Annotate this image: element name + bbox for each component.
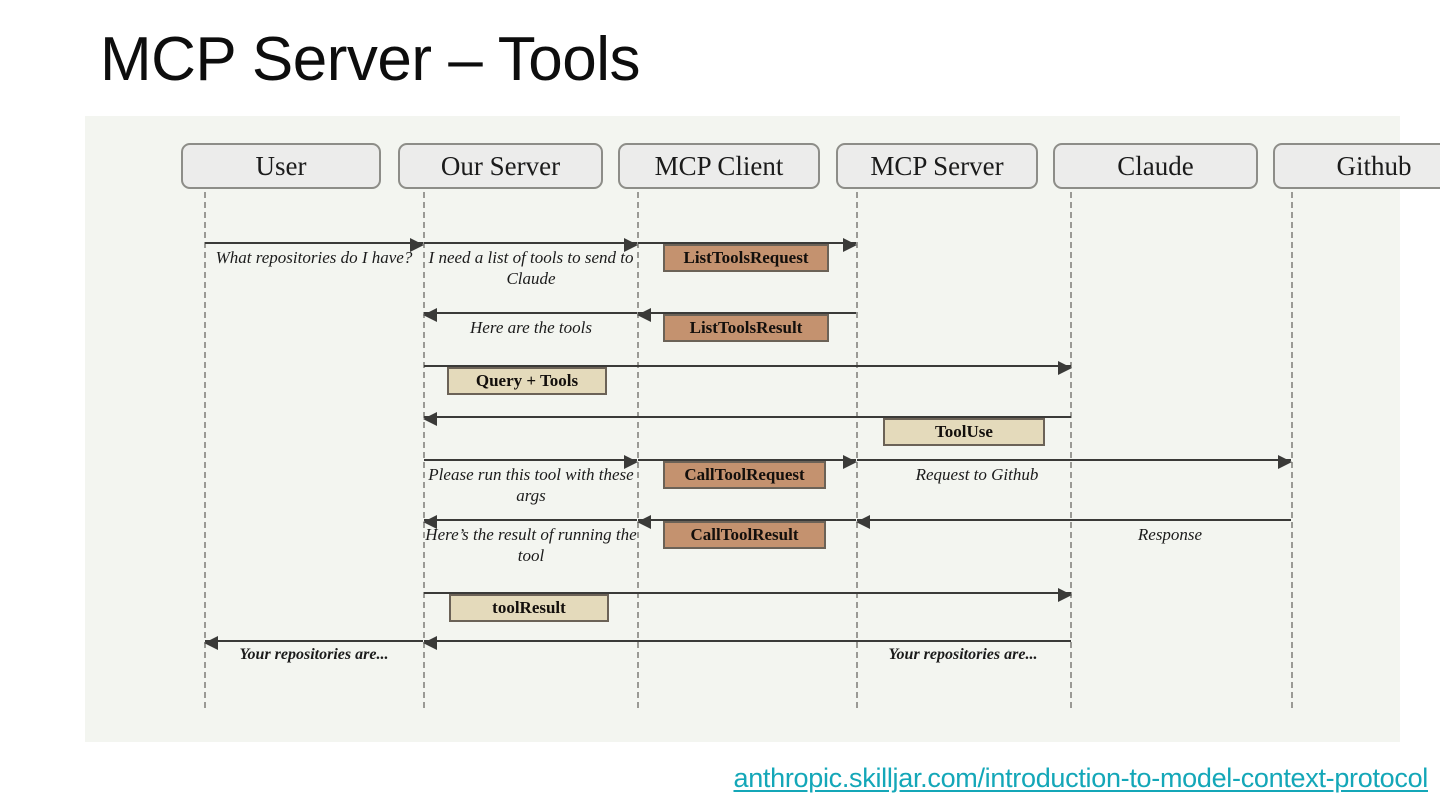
message-box-list-tools-result[interactable]: ListToolsResult <box>663 314 829 342</box>
message-arrow-m1 <box>205 238 424 252</box>
message-arrow-m6 <box>424 361 1072 375</box>
lifeline-github <box>1291 192 1293 708</box>
participant-mcp-client[interactable]: MCP Client <box>618 143 820 189</box>
message-box-label: ListToolsResult <box>689 318 803 337</box>
participant-label: User <box>255 150 307 181</box>
participant-mcp-server[interactable]: MCP Server <box>836 143 1038 189</box>
message-arrow-m5 <box>637 308 856 322</box>
participant-label: MCP Server <box>870 150 1004 181</box>
participant-our-server[interactable]: Our Server <box>398 143 603 189</box>
message-label-m8: Please run this tool with these args <box>428 465 634 505</box>
page-title: MCP Server – Tools <box>100 25 641 94</box>
message-arrow-m12 <box>637 515 856 529</box>
lifeline-mcp-server <box>856 192 858 708</box>
message-box-label: CallToolRequest <box>684 465 805 484</box>
arrowhead-left-icon <box>637 308 651 322</box>
message-label-m10: Request to Github <box>915 465 1039 484</box>
arrowhead-right-icon <box>624 455 638 469</box>
message-arrow-m10 <box>857 455 1292 469</box>
lifeline-claude <box>1070 192 1072 708</box>
message-arrow-m8 <box>424 455 638 469</box>
message-arrow-m9 <box>638 455 857 469</box>
arrowhead-right-icon <box>843 238 857 252</box>
arrowhead-right-icon <box>410 238 424 252</box>
message-box-tool-use[interactable]: ToolUse <box>883 418 1045 446</box>
arrowhead-left-icon <box>423 636 437 650</box>
message-label-m1: What repositories do I have? <box>215 248 413 267</box>
message-label-m11: Here’s the result of running the tool <box>425 525 637 565</box>
arrowhead-left-icon <box>856 515 870 529</box>
message-arrow-m7 <box>423 412 1071 426</box>
message-label-m15: Your repositories are... <box>239 646 389 663</box>
lifeline-mcp-client <box>637 192 639 708</box>
lifeline-our-server <box>423 192 425 708</box>
message-box-call-tool-request[interactable]: CallToolRequest <box>663 461 826 489</box>
participant-label: MCP Client <box>654 150 784 181</box>
message-label-m2: I need a list of tools to send to Claude <box>428 248 634 288</box>
sequence-diagram-panel: User Our Server MCP Client MCP Server Cl… <box>85 116 1440 742</box>
message-box-label: ToolUse <box>935 422 993 441</box>
arrowhead-right-icon <box>1278 455 1292 469</box>
message-label-m16: Your repositories are... <box>888 646 1038 663</box>
arrowhead-right-icon <box>1058 361 1072 375</box>
participant-label: Claude <box>1117 150 1194 181</box>
message-label-m13: Response <box>1137 525 1203 544</box>
arrowhead-left-icon <box>423 308 437 322</box>
message-arrow-m16 <box>423 636 1071 650</box>
message-box-label: Query + Tools <box>475 371 579 390</box>
participant-label: Github <box>1336 150 1412 181</box>
message-arrow-m15 <box>204 636 423 650</box>
source-link[interactable]: anthropic.skilljar.com/introduction-to-m… <box>733 763 1428 793</box>
participant-claude[interactable]: Claude <box>1053 143 1258 189</box>
arrowhead-left-icon <box>423 412 437 426</box>
participant-user[interactable]: User <box>181 143 381 189</box>
message-arrow-m13 <box>856 515 1291 529</box>
message-label-m4: Here are the tools <box>470 318 592 337</box>
message-box-query-plus-tools[interactable]: Query + Tools <box>447 367 607 395</box>
arrowhead-right-icon <box>843 455 857 469</box>
message-box-tool-result[interactable]: toolResult <box>449 594 609 622</box>
lifeline-user <box>204 192 206 708</box>
message-box-label: ListToolsRequest <box>683 248 809 267</box>
arrowhead-left-icon <box>637 515 651 529</box>
message-arrow-m4 <box>423 308 637 322</box>
message-arrow-m3 <box>638 238 857 252</box>
arrowhead-left-icon <box>204 636 218 650</box>
arrowhead-left-icon <box>423 515 437 529</box>
message-arrow-m2 <box>424 238 638 252</box>
message-box-list-tools-request[interactable]: ListToolsRequest <box>663 244 829 272</box>
message-box-label: CallToolResult <box>690 525 799 544</box>
message-arrow-m14 <box>424 588 1072 602</box>
message-arrow-m11 <box>423 515 637 529</box>
arrowhead-right-icon <box>624 238 638 252</box>
message-box-label: toolResult <box>492 598 566 617</box>
participant-github[interactable]: Github <box>1273 143 1440 189</box>
participant-label: Our Server <box>440 150 561 181</box>
message-box-call-tool-result[interactable]: CallToolResult <box>663 521 826 549</box>
arrowhead-right-icon <box>1058 588 1072 602</box>
